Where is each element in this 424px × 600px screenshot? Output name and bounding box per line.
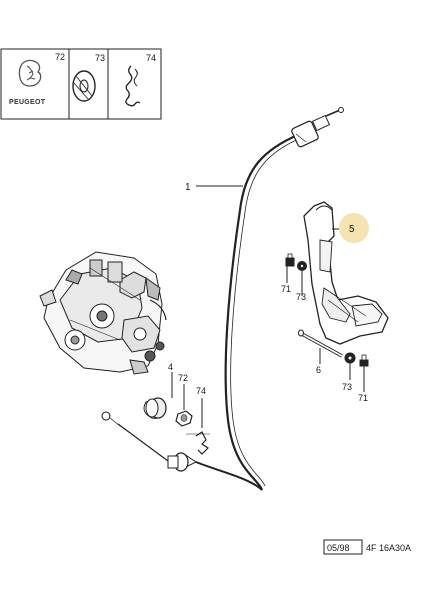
callout-74: 74 [196,386,206,396]
inset-label-73: 73 [95,53,105,63]
pivot-pin [298,329,343,358]
accelerator-cable [195,107,344,491]
pin-fasteners [344,352,369,367]
callout-6: 6 [316,365,321,375]
logo-wordmark: PEUGEOT [9,99,46,106]
clip-icon [125,65,141,107]
inset-label-72: 72 [55,52,65,62]
inset-label-74: 74 [146,53,156,63]
accelerator-pedal [303,201,389,345]
cable-pump-end [101,411,197,472]
callout-73-right: 73 [342,382,352,392]
footer-code: 4F 16A30A [366,543,411,553]
callout-72: 72 [178,373,188,383]
cable-clip-group [143,397,210,455]
callout-4: 4 [168,362,173,372]
callouts: 1 5 71 73 6 73 71 4 72 74 [168,182,368,403]
callout-highlight [339,213,369,243]
injection-pump [39,251,167,375]
callout-5: 5 [349,224,355,235]
callout-1: 1 [185,182,191,193]
pedal-bolts [285,253,307,271]
washer-icon [72,70,96,102]
peugeot-logo: PEUGEOT [2,56,68,112]
footer-reference: 05/98 4F 16A30A [323,539,411,555]
inset-header: PEUGEOT 72 73 74 [0,48,162,120]
callout-71-right: 71 [358,393,368,403]
callout-73-left: 73 [296,292,306,302]
callout-71-left: 71 [281,284,291,294]
footer-date: 05/98 [327,543,350,553]
